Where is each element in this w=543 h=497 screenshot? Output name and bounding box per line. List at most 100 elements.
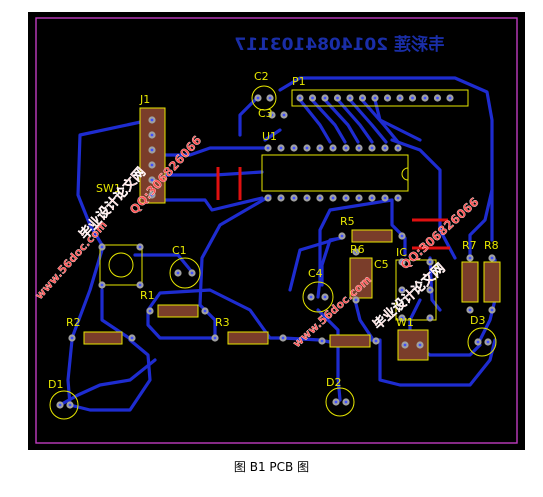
silk-layer: [49, 85, 501, 420]
pad-hole: [396, 146, 400, 150]
label-j1: J1: [139, 93, 150, 106]
component-outline-d3: [467, 327, 497, 357]
pad-hole: [428, 288, 432, 292]
component-outline-r4: [329, 334, 371, 348]
label-r5: R5: [340, 215, 355, 228]
pad-hole: [266, 196, 270, 200]
label-c1: C1: [172, 244, 187, 257]
pad-hole: [305, 196, 309, 200]
trace: [360, 98, 400, 144]
pad-hole: [281, 336, 285, 340]
trace: [468, 188, 494, 257]
pad-hole: [354, 250, 358, 254]
trace: [278, 76, 494, 242]
pad-hole: [100, 283, 104, 287]
trace: [348, 98, 388, 144]
pad-hole: [148, 309, 152, 313]
u1-notch: [401, 167, 409, 181]
label-sw1: SW1: [96, 182, 121, 195]
label-d2: D2: [326, 376, 341, 389]
pad-hole: [418, 343, 422, 347]
pad-hole: [383, 146, 387, 150]
component-outline-c4: [302, 281, 334, 313]
pad-hole: [311, 96, 314, 100]
trace: [390, 198, 407, 257]
label-r1: R1: [140, 289, 155, 302]
label-c2: C2: [254, 70, 269, 83]
trace: [323, 98, 360, 144]
pad-hole: [266, 146, 270, 150]
pad-hole: [468, 308, 472, 312]
label-r7: R7: [462, 239, 477, 252]
trace: [133, 253, 194, 274]
pad-hole: [370, 196, 374, 200]
pad-hole: [336, 96, 339, 100]
pad-hole: [150, 118, 154, 122]
trace: [158, 146, 267, 157]
pad-hole: [370, 146, 374, 150]
pad-hole: [256, 96, 260, 100]
pad-hole: [331, 146, 335, 150]
trace: [288, 236, 342, 292]
trace: [146, 308, 217, 340]
trace: [70, 248, 104, 340]
sw1-button: [108, 252, 134, 278]
component-outline-c2: [251, 85, 277, 111]
label-c4: C4: [308, 267, 323, 280]
pad-hole: [138, 245, 142, 249]
pad-hole: [373, 96, 377, 100]
pad-hole: [100, 245, 104, 249]
trace: [158, 170, 264, 177]
pad-hole: [411, 96, 414, 100]
label-u1: U1: [262, 130, 277, 143]
pad-hole: [357, 196, 361, 200]
pad-hole: [428, 316, 432, 320]
pad-hole: [400, 234, 404, 238]
pad-hole: [130, 336, 134, 340]
pad-hole: [282, 113, 286, 117]
pad-hole: [176, 271, 180, 275]
pad-hole: [213, 336, 217, 340]
pad-hole: [348, 96, 352, 100]
pad-hole: [70, 336, 74, 340]
component-outline-p1: [291, 89, 469, 107]
pad-hole: [396, 196, 400, 200]
copper-traces: [58, 76, 497, 412]
label-c3: C3: [258, 107, 273, 120]
pad-hole: [279, 146, 283, 150]
pad-hole: [423, 96, 427, 100]
pad-hole: [68, 403, 72, 407]
trace: [353, 298, 374, 340]
pad-hole: [374, 339, 378, 343]
component-outline-r1: [157, 304, 199, 318]
pad-hole: [150, 193, 154, 197]
pad-hole: [476, 340, 480, 344]
highlight-marks: [216, 167, 450, 250]
pad-hole: [279, 196, 283, 200]
pad-hole: [331, 196, 335, 200]
label-r3: R3: [215, 316, 230, 329]
pad-hole: [305, 146, 309, 150]
pad-hole: [150, 133, 154, 137]
label-p1: P1: [292, 75, 306, 88]
pad-hole: [292, 146, 296, 150]
pad-hole: [490, 256, 494, 260]
pad-hole: [309, 295, 313, 299]
label-r8: R8: [484, 239, 499, 252]
pads-layer: [56, 94, 496, 409]
component-outline-r8: [483, 261, 501, 303]
trace: [198, 194, 272, 307]
pad-hole: [486, 340, 490, 344]
pad-hole: [150, 163, 154, 167]
pad-hole: [468, 256, 472, 260]
label-ic: IC: [396, 246, 407, 259]
pad-hole: [448, 96, 452, 100]
trace: [58, 358, 157, 407]
pad-hole: [428, 260, 432, 264]
pad-hole: [490, 308, 494, 312]
trace: [298, 98, 332, 144]
pad-hole: [58, 403, 62, 407]
component-outline-u1: [261, 154, 409, 192]
pad-hole: [292, 196, 296, 200]
trace: [428, 256, 442, 312]
